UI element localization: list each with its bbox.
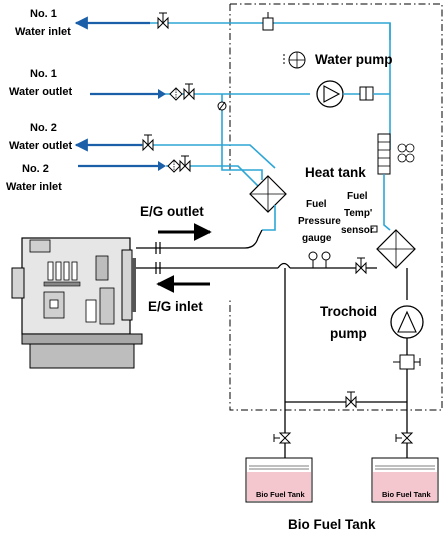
- left-tank-valve-icon[interactable]: [273, 432, 292, 444]
- svg-text:gauge: gauge: [302, 233, 332, 244]
- heat-exchanger-right-icon: [376, 229, 416, 269]
- pressure-gauge-2-icon: [321, 251, 331, 268]
- heat-exchanger-left-icon: [249, 175, 287, 213]
- eg-outlet-line: [160, 229, 263, 249]
- bio-fuel-tank-right: Bio Fuel Tank: [371, 457, 439, 503]
- svg-text:pump: pump: [330, 326, 367, 341]
- svg-text:Bio Fuel Tank: Bio Fuel Tank: [256, 490, 305, 499]
- tank-to-hx-right-pipe: [383, 174, 391, 231]
- water-pump-label: Water pump: [315, 52, 393, 67]
- right-tank-valve-icon[interactable]: [395, 432, 414, 444]
- svg-text:sensor: sensor: [341, 225, 374, 236]
- no1-outlet-arrow: [158, 89, 166, 99]
- svg-text:Fuel: Fuel: [347, 191, 368, 202]
- water-pump-gauge-icon: [283, 51, 306, 69]
- no2-outlet-valve-icon[interactable]: [142, 134, 154, 152]
- eg-inlet-label: E/G inlet: [148, 299, 203, 314]
- svg-text:Water inlet: Water inlet: [6, 181, 62, 193]
- no2-inlet-strainer-icon: [167, 159, 181, 173]
- svg-text:Water outlet: Water outlet: [9, 86, 72, 98]
- no2-outlet-pipe-right: [142, 144, 276, 169]
- fuel-pressure-gauge-label: Fuel Pressure gauge: [298, 199, 341, 244]
- svg-text:No. 2: No. 2: [30, 122, 57, 134]
- no1-outlet-strainer-icon: [169, 87, 183, 101]
- no1-inlet-valve-icon[interactable]: [157, 12, 169, 30]
- fuel-filter-icon: [393, 354, 421, 370]
- svg-text:Bio Fuel Tank: Bio Fuel Tank: [382, 490, 431, 499]
- no1-water-outlet-label: No. 1 Water outlet: [9, 68, 72, 98]
- svg-text:Pressure: Pressure: [298, 216, 341, 227]
- svg-text:Water inlet: Water inlet: [15, 26, 71, 38]
- hx-left-down-pipe: [262, 205, 276, 231]
- trochoid-pump-icon[interactable]: [390, 305, 424, 339]
- fuel-temp-sensor-label: Fuel Temp' sensor: [341, 191, 374, 236]
- eg-inlet-hop: [277, 262, 291, 269]
- no2-water-outlet-label: No. 2 Water outlet: [9, 122, 72, 152]
- system-boundary: [229, 3, 443, 411]
- check-valve-icon: [217, 101, 227, 111]
- svg-text:Trochoid: Trochoid: [320, 304, 377, 319]
- fuel-line-valve-icon[interactable]: [355, 257, 367, 275]
- no2-water-inlet-label: No. 2 Water inlet: [6, 163, 62, 193]
- pump-motor-icon: [359, 86, 374, 101]
- tank-crossover-valve-icon[interactable]: [345, 391, 357, 409]
- heat-tank-icon: [377, 133, 415, 175]
- heat-tank-label: Heat tank: [305, 165, 366, 180]
- pressure-gauge-1-icon: [308, 251, 318, 268]
- svg-text:Temp': Temp': [344, 208, 372, 219]
- no2-inlet-arrow: [158, 161, 166, 171]
- bio-fuel-tank-left: Bio Fuel Tank: [245, 457, 313, 503]
- svg-text:No. 2: No. 2: [22, 163, 49, 175]
- svg-text:No. 1: No. 1: [30, 68, 57, 80]
- engine-connectors: [136, 242, 161, 274]
- sight-glass-icon: [262, 12, 274, 31]
- no1-outlet-valve-icon[interactable]: [183, 83, 195, 101]
- bio-fuel-tank-caption: Bio Fuel Tank: [288, 517, 376, 532]
- pipe-to-hx: [221, 94, 263, 180]
- no1-water-inlet-label: No. 1 Water inlet: [15, 8, 71, 38]
- water-pump-icon[interactable]: [316, 80, 344, 108]
- svg-text:Fuel: Fuel: [306, 199, 327, 210]
- engine-icon: [11, 237, 143, 369]
- svg-text:Water outlet: Water outlet: [9, 140, 72, 152]
- eg-outlet-label: E/G outlet: [140, 204, 204, 219]
- trochoid-pump-label: Trochoid pump: [320, 304, 377, 341]
- fuel-temp-sensor-icon: [370, 225, 378, 233]
- svg-text:No. 1: No. 1: [30, 8, 57, 20]
- no2-inlet-valve-icon[interactable]: [179, 155, 191, 173]
